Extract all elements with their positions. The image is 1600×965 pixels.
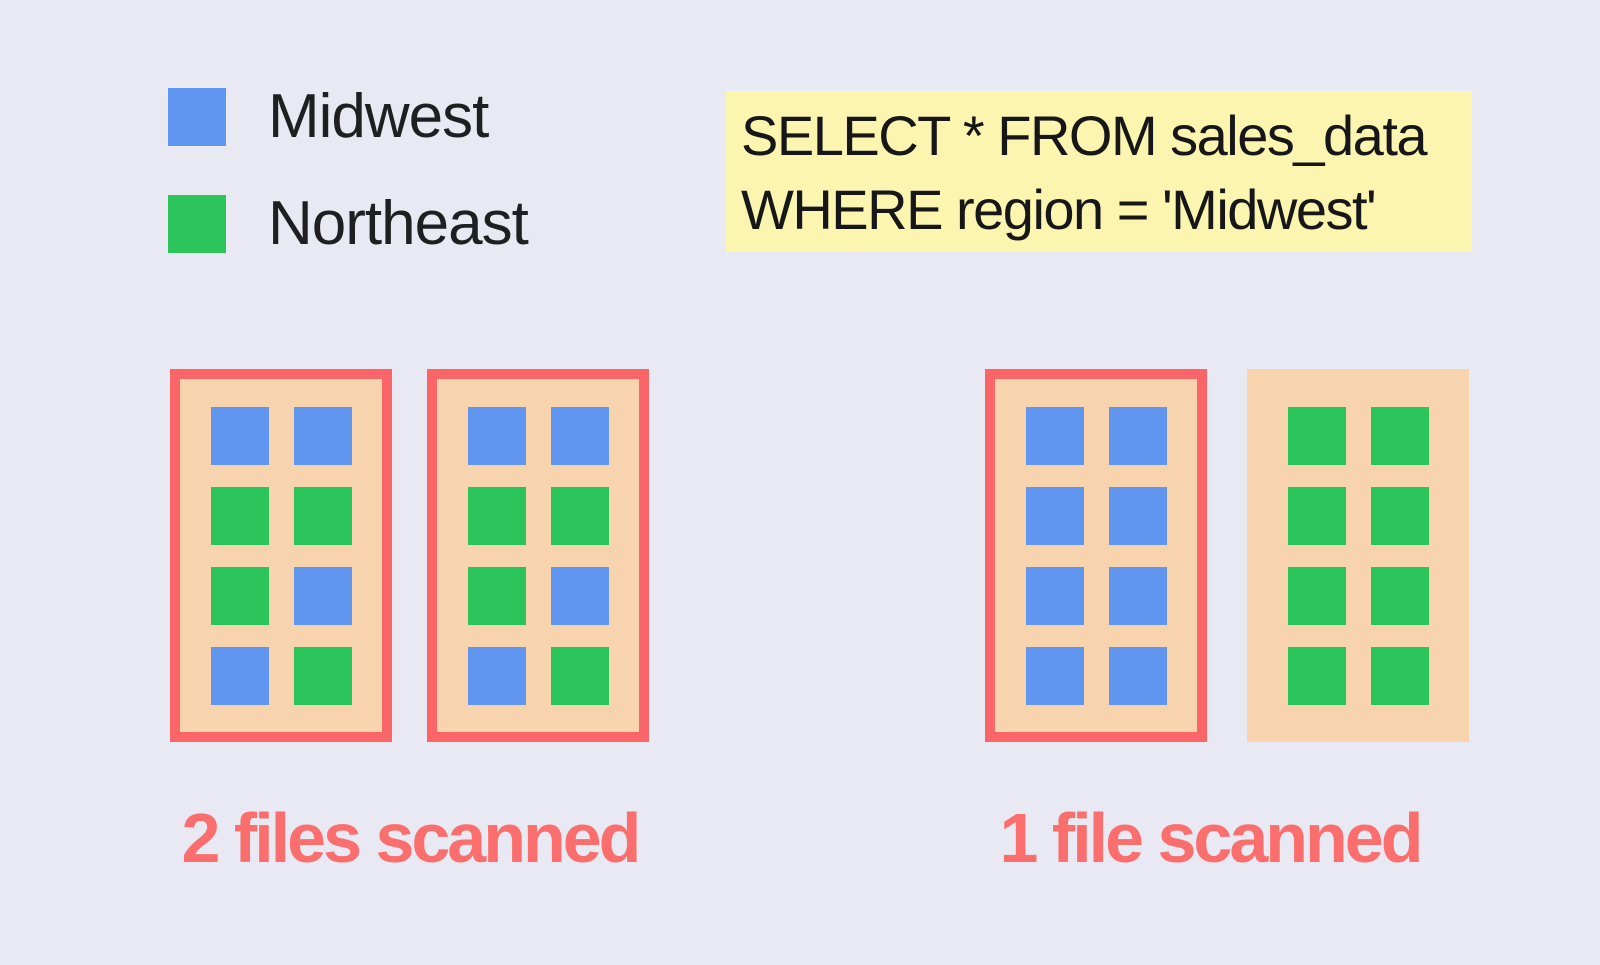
northeast-data-block bbox=[210, 566, 269, 625]
legend-item-northeast: Northeast bbox=[168, 189, 529, 258]
legend-item-midwest: Midwest bbox=[168, 82, 528, 151]
midwest-data-block bbox=[1108, 406, 1167, 465]
northeast-data-block bbox=[467, 566, 526, 625]
file-card-northeast-partition bbox=[1247, 369, 1469, 742]
northeast-data-block bbox=[1287, 646, 1346, 705]
sql-query-box: SELECT * FROM sales_data WHERE region = … bbox=[726, 91, 1472, 252]
northeast-data-block bbox=[1370, 646, 1429, 705]
legend: Midwest Northeast bbox=[168, 82, 529, 302]
midwest-data-block bbox=[550, 566, 609, 625]
northeast-data-block bbox=[210, 486, 269, 545]
midwest-data-block bbox=[1025, 646, 1084, 705]
legend-label-midwest: Midwest bbox=[268, 82, 489, 151]
caption-two-files-scanned: 2 files scanned bbox=[181, 799, 642, 877]
northeast-data-block bbox=[1370, 566, 1429, 625]
northeast-data-block bbox=[1370, 486, 1429, 545]
northeast-data-block bbox=[1287, 566, 1346, 625]
sql-query-line-2: WHERE region = 'Midwest' bbox=[741, 178, 1377, 241]
midwest-data-block bbox=[1108, 486, 1167, 545]
midwest-data-block bbox=[1108, 646, 1167, 705]
file-card-unpartitioned-1 bbox=[170, 369, 392, 742]
file-card-midwest-partition bbox=[985, 369, 1207, 742]
midwest-data-block bbox=[550, 406, 609, 465]
northeast-data-block bbox=[550, 486, 609, 545]
northeast-data-block bbox=[467, 486, 526, 545]
legend-label-northeast: Northeast bbox=[268, 189, 529, 258]
northeast-color-swatch-icon bbox=[168, 195, 226, 253]
northeast-data-block bbox=[1287, 406, 1346, 465]
midwest-data-block bbox=[210, 406, 269, 465]
sql-query-line-1: SELECT * FROM sales_data bbox=[741, 104, 1428, 167]
midwest-data-block bbox=[210, 646, 269, 705]
midwest-data-block bbox=[1025, 566, 1084, 625]
midwest-color-swatch-icon bbox=[168, 88, 226, 146]
midwest-data-block bbox=[467, 646, 526, 705]
northeast-data-block bbox=[550, 646, 609, 705]
northeast-data-block bbox=[293, 646, 352, 705]
midwest-data-block bbox=[1025, 406, 1084, 465]
midwest-data-block bbox=[293, 566, 352, 625]
caption-one-file-scanned: 1 file scanned bbox=[999, 799, 1424, 877]
midwest-data-block bbox=[1025, 486, 1084, 545]
northeast-data-block bbox=[1287, 486, 1346, 545]
midwest-data-block bbox=[293, 406, 352, 465]
northeast-data-block bbox=[293, 486, 352, 545]
northeast-data-block bbox=[1370, 406, 1429, 465]
midwest-data-block bbox=[1108, 566, 1167, 625]
file-card-unpartitioned-2 bbox=[427, 369, 649, 742]
midwest-data-block bbox=[467, 406, 526, 465]
